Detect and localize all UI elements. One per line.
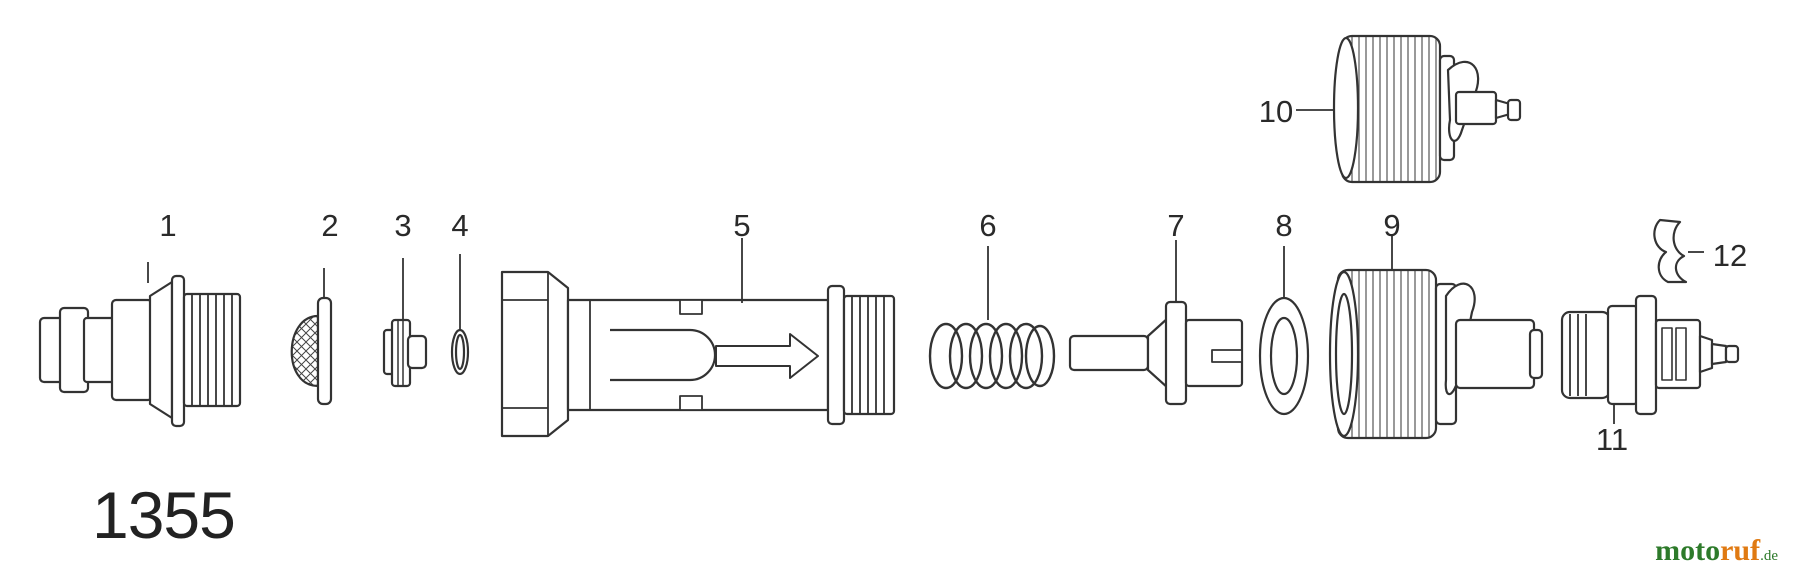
label-part-12: 12 [1712,238,1748,273]
part-2-filter-screen [290,268,333,406]
label-part-5: 5 [733,208,751,243]
part-8-washer [1258,246,1310,416]
label-part-2: 2 [321,208,339,243]
part-6-spring [928,246,1056,390]
model-number: 1355 [92,478,236,552]
watermark-logo: motoruf.de [1655,536,1778,566]
part-9-union-nut [1328,234,1544,440]
label-part-6: 6 [979,208,997,243]
watermark-part1: moto [1655,534,1721,567]
part-4-o-ring [450,254,470,376]
watermark-part3: .de [1760,548,1778,564]
label-part-1: 1 [159,208,177,243]
part-1-hose-connector [38,262,242,428]
part-3-insert [382,258,428,388]
part-5-housing [500,238,896,438]
watermark-part2: ruf [1720,534,1761,567]
part-12-clip [1653,218,1704,284]
part-11-nozzle-connector [1560,294,1740,424]
label-part-3: 3 [394,208,412,243]
label-part-11: 11 [1595,422,1629,457]
part-10-union-nut [1296,34,1522,184]
part-7-valve-piston [1068,240,1244,406]
label-part-7: 7 [1167,208,1185,243]
label-part-10: 10 [1258,94,1294,129]
label-part-4: 4 [451,208,469,243]
label-part-8: 8 [1275,208,1293,243]
label-part-9: 9 [1383,208,1401,243]
